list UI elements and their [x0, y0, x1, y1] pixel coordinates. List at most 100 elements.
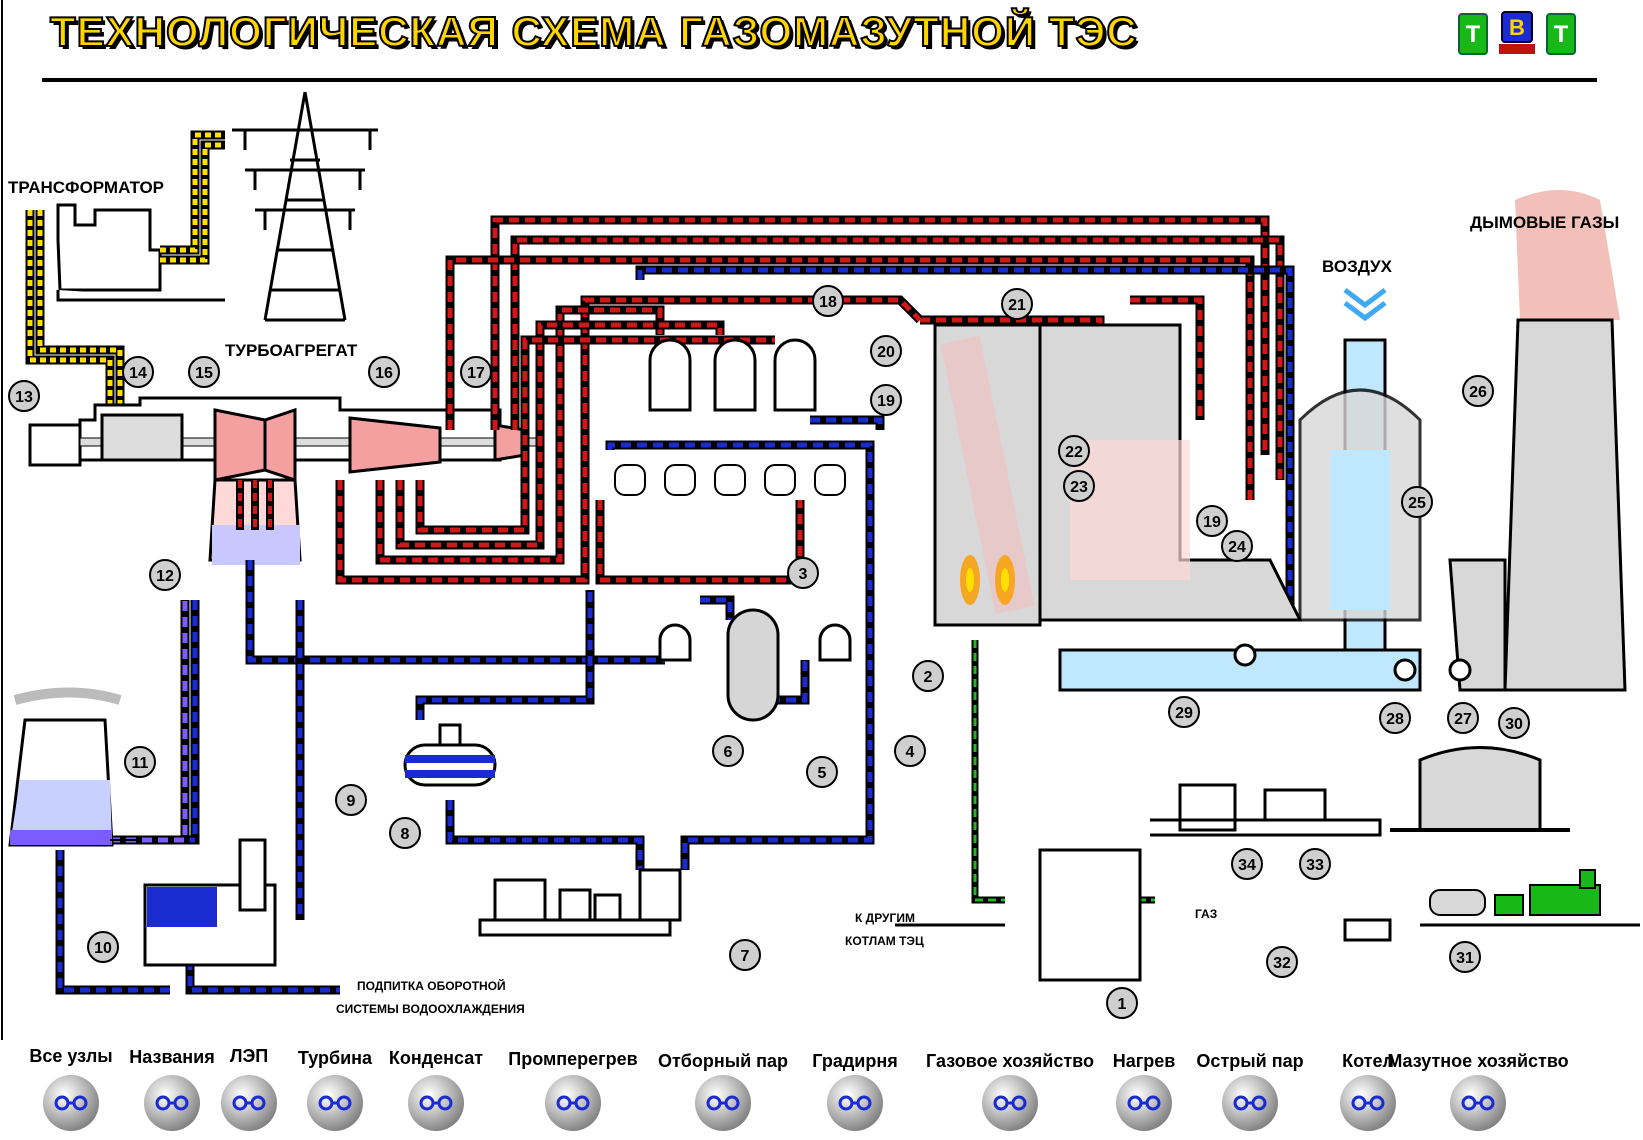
- callout-number: 11: [132, 755, 149, 772]
- label-other-boilers-1: К ДРУГИМ: [855, 911, 915, 925]
- view-button-11[interactable]: [1222, 1075, 1278, 1131]
- view-button-13[interactable]: [1450, 1075, 1506, 1131]
- label-makeup-2: СИСТЕМЫ ВОДООХЛАЖДЕНИЯ: [336, 1002, 525, 1016]
- callout-2: 2: [912, 660, 944, 692]
- callout-13: 13: [8, 380, 40, 412]
- callout-number: 23: [1070, 479, 1088, 496]
- callout-3: 3: [787, 557, 819, 589]
- oil-pumping-icon: [1150, 783, 1392, 942]
- transformer-icon: [56, 203, 225, 302]
- callout-number: 21: [1008, 297, 1026, 314]
- callout-31: 31: [1449, 941, 1481, 973]
- view-button-6[interactable]: [545, 1075, 601, 1131]
- callout-number: 16: [375, 365, 393, 382]
- callout-number: 25: [1408, 495, 1426, 512]
- oil-tank-icon: [1390, 746, 1570, 832]
- button-label: Названия: [129, 1047, 215, 1067]
- label-turbine-unit: ТУРБОАГРЕГАТ: [225, 341, 358, 360]
- callout-number: 5: [818, 765, 827, 782]
- callout-number: 4: [906, 744, 915, 761]
- glasses-icon: [1461, 1095, 1495, 1111]
- callout-34: 34: [1231, 848, 1263, 880]
- heater-group-18: [648, 338, 817, 412]
- label-transformer: ТРАНСФОРМАТОР: [8, 178, 164, 197]
- callout-number: 7: [741, 948, 750, 965]
- callout-29: 29: [1168, 696, 1200, 728]
- logo-letter: В: [1509, 15, 1525, 40]
- glasses-icon: [1351, 1095, 1385, 1111]
- callout-19: 19: [870, 384, 902, 416]
- callout-number: 17: [467, 365, 485, 382]
- button-label: ЛЭП: [229, 1046, 269, 1066]
- label-makeup-1: ПОДПИТКА ОБОРОТНОЙ: [357, 978, 506, 993]
- glasses-icon: [993, 1095, 1027, 1111]
- glasses-icon: [1127, 1095, 1161, 1111]
- glasses-icon: [556, 1095, 590, 1111]
- view-button-4[interactable]: [307, 1075, 363, 1131]
- cooling-tower-icon: [8, 687, 122, 847]
- power-cable: [25, 130, 225, 430]
- view-button-10[interactable]: [1116, 1075, 1172, 1131]
- callout-number: 3: [799, 566, 808, 583]
- button-label: Мазутное хозяйство: [1387, 1051, 1569, 1071]
- callout-4: 4: [894, 735, 926, 767]
- logo-icon: Т В Т: [1458, 11, 1576, 55]
- callout-19: 19: [1196, 505, 1228, 537]
- button-label: Нагрев: [1112, 1051, 1176, 1071]
- callout-15: 15: [188, 356, 220, 388]
- callout-number: 32: [1273, 955, 1291, 972]
- view-button-3[interactable]: [221, 1075, 277, 1131]
- glasses-icon: [155, 1095, 189, 1111]
- fan-icon: [1233, 643, 1472, 682]
- view-button-7[interactable]: [695, 1075, 751, 1131]
- callout-11: 11: [124, 746, 156, 778]
- callout-18: 18: [812, 285, 844, 317]
- callout-32: 32: [1266, 946, 1298, 978]
- callout-23: 23: [1063, 470, 1095, 502]
- callout-7: 7: [729, 939, 761, 971]
- callout-number: 1: [1118, 996, 1127, 1013]
- callout-20: 20: [870, 335, 902, 367]
- condensate-pump-icon: [403, 723, 497, 787]
- glasses-icon: [318, 1095, 352, 1111]
- glasses-icon: [419, 1095, 453, 1111]
- view-button-8[interactable]: [827, 1075, 883, 1131]
- callout-17: 17: [460, 356, 492, 388]
- callout-number: 20: [877, 344, 895, 361]
- logo-letter: Т: [1466, 21, 1481, 48]
- gas-distribution-icon: [1038, 848, 1142, 982]
- air-heater-icon: [1058, 288, 1422, 692]
- callout-number: 29: [1175, 705, 1193, 722]
- view-button-12[interactable]: [1340, 1075, 1396, 1131]
- logo-letter: Т: [1554, 21, 1569, 48]
- cooling-line: [110, 600, 190, 845]
- label-other-boilers-2: КОТЛАМ ТЭЦ: [845, 934, 924, 948]
- glasses-icon: [706, 1095, 740, 1111]
- boiler-icon: [933, 323, 1303, 627]
- callout-number: 24: [1228, 539, 1246, 556]
- feed-pump-icon: [478, 868, 682, 937]
- callout-25: 25: [1401, 486, 1433, 518]
- callout-number: 31: [1456, 950, 1474, 967]
- callout-16: 16: [368, 356, 400, 388]
- view-button-1[interactable]: [43, 1075, 99, 1131]
- deaerator-icon: [658, 608, 852, 722]
- glasses-icon: [838, 1095, 872, 1111]
- button-label: Все узлы: [29, 1046, 113, 1066]
- glasses-icon: [1233, 1095, 1267, 1111]
- chimney-icon: [1448, 190, 1627, 692]
- view-button-2[interactable]: [144, 1075, 200, 1131]
- view-button-5[interactable]: [408, 1075, 464, 1131]
- button-label: Градирня: [812, 1051, 898, 1071]
- callout-number: 12: [156, 568, 174, 585]
- callout-21: 21: [1001, 288, 1033, 320]
- turbine-shaft: [28, 396, 541, 565]
- callout-number: 26: [1469, 384, 1487, 401]
- callout-27: 27: [1447, 702, 1479, 734]
- callout-number: 33: [1306, 857, 1324, 874]
- glasses-icon: [232, 1095, 266, 1111]
- callout-6: 6: [712, 735, 744, 767]
- callout-number: 27: [1454, 711, 1472, 728]
- view-button-9[interactable]: [982, 1075, 1038, 1131]
